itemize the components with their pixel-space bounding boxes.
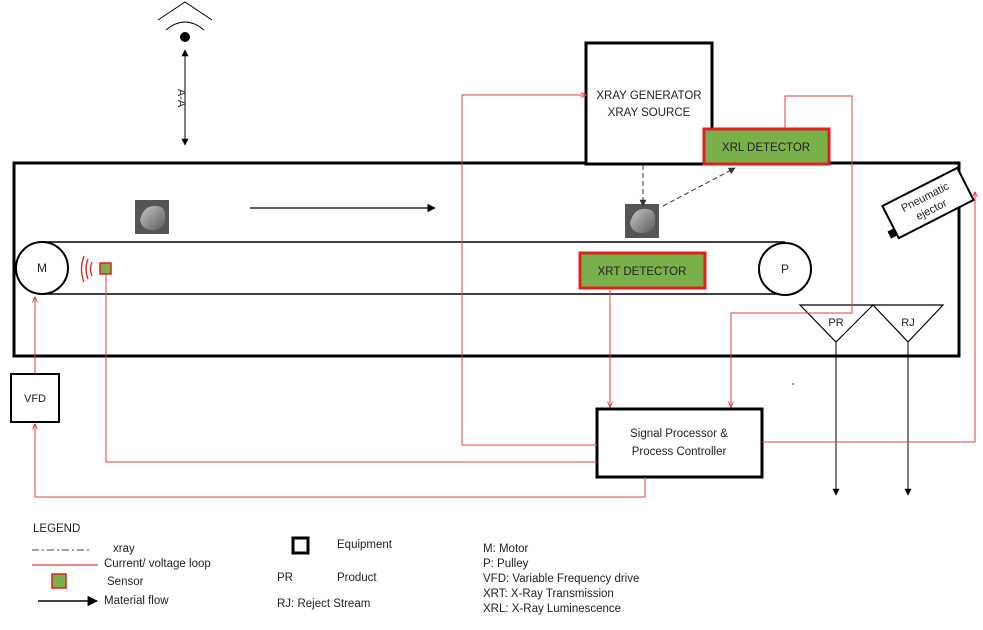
abbreviation-list: M: Motor P: Pulley VFD: Variable Frequen… (483, 542, 639, 617)
xray-generator-line2: XRAY SOURCE (608, 107, 691, 119)
conveyor-frame (14, 163, 959, 356)
legend-xray-label: xray (113, 542, 135, 556)
abbr-xrl: XRL: X-Ray Luminescence (483, 602, 639, 617)
abbr-motor: M: Motor (483, 542, 639, 557)
xrt-detector: XRT DETECTOR (580, 253, 705, 288)
pulley: P (759, 243, 811, 295)
signal-processor-line2: Process Controller (632, 446, 727, 458)
xrt-detector-label: XRT DETECTOR (598, 266, 687, 278)
vfd-label: VFD (24, 393, 46, 405)
legend-loop-label: Current/ voltage loop (104, 557, 211, 571)
legend-product-abbr: PR (277, 571, 293, 585)
abbr-vfd: VFD: Variable Frequency drive (483, 572, 639, 587)
xray-generator-line1: XRAY GENERATOR (596, 90, 701, 102)
legend-flow-label: Material flow (104, 594, 169, 608)
product-chute: PR (800, 305, 873, 495)
eye-icon (158, 2, 212, 42)
legend-reject-label: RJ: Reject Stream (277, 597, 370, 611)
xray-generator: XRAY GENERATOR XRAY SOURCE (586, 43, 712, 164)
xrl-detector-label: XRL DETECTOR (722, 142, 810, 154)
reject-chute-label: RJ (901, 317, 914, 329)
signal-processor-line1: Signal Processor & (630, 428, 728, 440)
xray-beam-luminescence (663, 168, 735, 206)
stray-dot (792, 383, 794, 385)
legend-equipment-label: Equipment (337, 538, 392, 552)
legend-sensor-label: Sensor (107, 575, 143, 589)
signal-wiring (35, 95, 975, 497)
xrl-detector: XRL DETECTOR (704, 129, 829, 164)
product-chute-label: PR (828, 317, 843, 329)
view-label: A-A (175, 89, 187, 108)
abbr-xrt: XRT: X-Ray Transmission (483, 587, 639, 602)
legend-sensor-swatch (52, 574, 66, 588)
reject-chute: RJ (873, 305, 943, 495)
legend-title: LEGEND (33, 522, 80, 536)
rock-icon-scanned (625, 204, 659, 238)
proximity-sensor (82, 256, 112, 282)
legend-product-label: Product (337, 571, 377, 585)
motor-label: M (37, 261, 47, 275)
signal-processor: Signal Processor & Process Controller (597, 409, 762, 477)
pulley-label: P (781, 262, 789, 276)
vfd-box: VFD (11, 374, 59, 422)
abbr-pulley: P: Pulley (483, 557, 639, 572)
motor: M (16, 242, 68, 294)
rock-icon-left (135, 200, 169, 234)
legend-equipment-swatch (293, 538, 308, 553)
